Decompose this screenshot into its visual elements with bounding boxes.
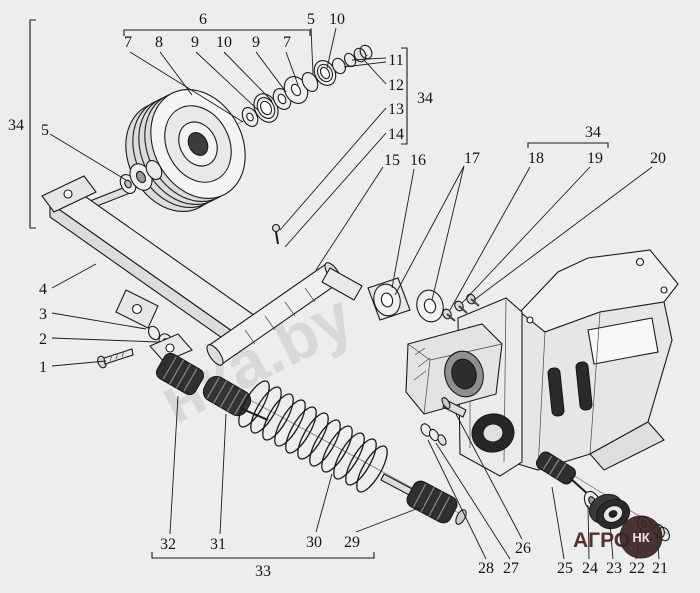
callout-29: 29 [344,534,360,551]
callout-34-right: 34 [417,90,433,107]
callout-10-a: 10 [216,34,232,51]
callout-30: 30 [306,534,322,551]
callout-21: 21 [652,560,668,577]
brand-logo-badge-text: НК [632,530,649,545]
small-bolts [442,293,480,322]
callout-18: 18 [528,150,544,167]
callout-16: 16 [410,152,426,169]
frame-cutout [587,317,659,365]
callout-9-b: 9 [252,34,260,51]
callout-9-a: 9 [191,34,199,51]
callout-3: 3 [39,306,47,323]
callout-5-left: 5 [41,122,49,139]
brand-logo-text: АГРО [573,529,630,552]
group-brackets [29,19,609,559]
pulley-bore [187,132,209,156]
ribbed-bushing-31 [202,375,252,417]
nut [353,47,367,63]
callout-8: 8 [155,34,163,51]
linkage-parts [97,325,269,421]
callout-12: 12 [388,77,404,94]
callout-7-a: 7 [124,34,132,51]
callout-34-top-right: 34 [585,124,601,141]
callout-10-top: 10 [329,11,345,28]
frame-hole [635,257,645,267]
stud-and-washers [420,397,467,446]
bracket-34-right [401,47,408,145]
bracket-34-top-right [527,142,609,148]
brand-logo-badge [619,515,663,559]
callout-33: 33 [255,563,271,580]
callout-27: 27 [503,560,519,577]
callout-15: 15 [384,152,400,169]
lever-arm [41,175,260,347]
callout-23: 23 [606,560,622,577]
callout-32: 32 [160,536,176,553]
cast-block [405,323,503,415]
callout-24: 24 [582,560,598,577]
callout-26: 26 [515,540,531,557]
callout-22: 22 [629,560,645,577]
leader-lines [49,27,660,560]
callout-1: 1 [39,359,47,376]
ribbed-bolt-25 [535,451,577,485]
callout-14: 14 [388,126,404,143]
washer-plates [367,277,444,323]
spring-adjuster [380,473,467,525]
bracket-6 [123,29,311,36]
coil-spring [238,380,388,493]
frame-hole [660,286,668,294]
callout-28: 28 [478,560,494,577]
callout-11: 11 [388,52,403,69]
callout-7-b: 7 [283,34,291,51]
brand-logo: АГРО НК [573,515,663,559]
callout-25: 25 [557,560,573,577]
grease-fitting [271,223,281,233]
pulley-assembly [125,89,246,212]
callout-13: 13 [388,101,404,118]
callout-labels: 6 7 8 9 10 9 7 5 10 11 12 34 13 14 15 16… [8,11,668,580]
callout-2: 2 [39,331,47,348]
callout-19: 19 [587,150,603,167]
callout-17: 17 [464,150,480,167]
callout-6: 6 [199,11,207,28]
callout-4: 4 [39,281,47,298]
callout-5-top: 5 [307,11,315,28]
ribbed-block-32 [155,352,205,396]
bracket-33 [151,552,375,559]
frame-hole [526,316,534,324]
callout-31: 31 [210,536,226,553]
tube-rod [206,223,363,366]
bracket-34-left [29,19,36,229]
frame-slots [547,361,593,417]
callout-20: 20 [650,150,666,167]
callout-34-left: 34 [8,117,24,134]
